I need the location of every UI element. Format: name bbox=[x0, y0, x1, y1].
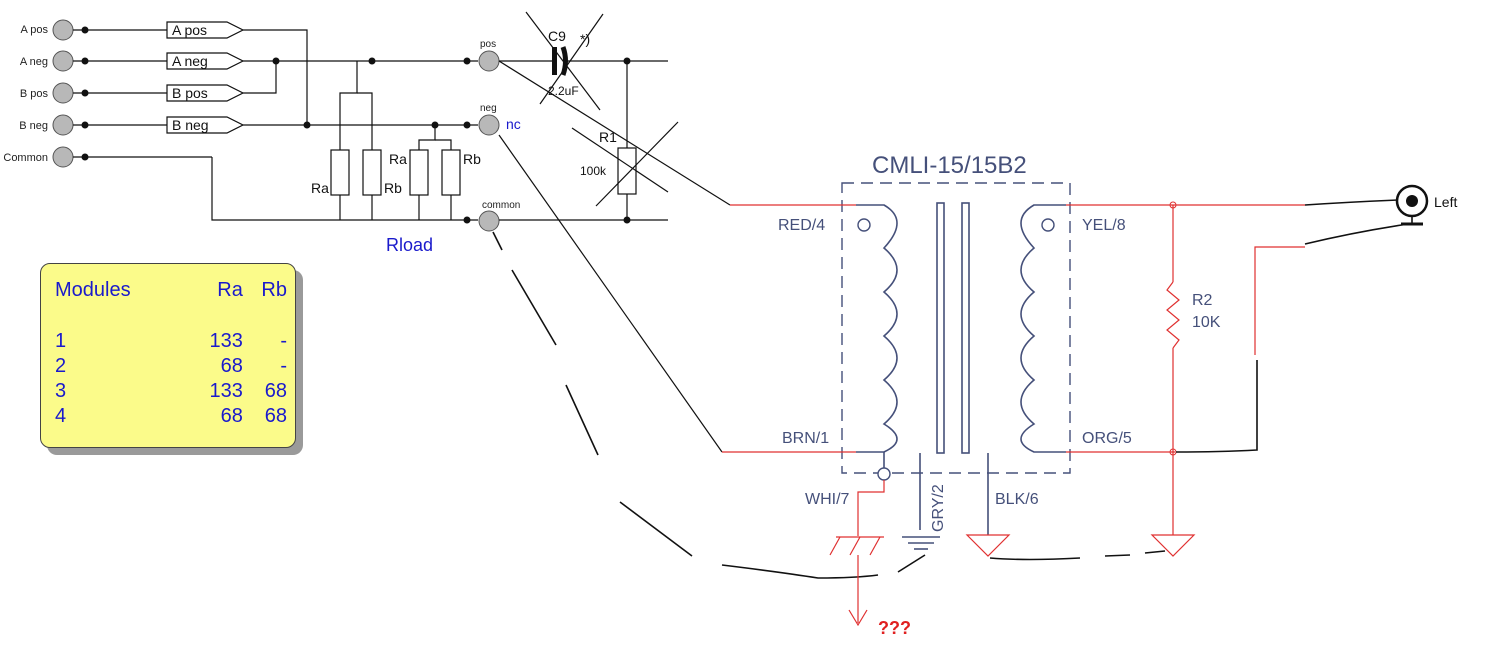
table-row: 3 133 68 bbox=[55, 380, 287, 402]
connector-tags: A pos A neg B pos B neg bbox=[166, 21, 245, 134]
resistor-r1: R1 100k bbox=[571, 61, 679, 220]
svg-text:Rb: Rb bbox=[384, 180, 402, 196]
header-ra: Ra bbox=[217, 279, 243, 301]
table-row: 2 68 - bbox=[55, 355, 287, 377]
modules-table-box: Modules Ra Rb 1 133 - 2 68 - 3 133 68 bbox=[40, 263, 296, 448]
ground-triangle-blk bbox=[965, 534, 1011, 557]
svg-text:BRN/1: BRN/1 bbox=[782, 430, 829, 447]
svg-text:nc: nc bbox=[506, 116, 521, 132]
primary-coil bbox=[856, 204, 898, 453]
svg-text:Ra: Ra bbox=[389, 151, 407, 167]
terminal-neg: neg nc bbox=[478, 103, 521, 136]
svg-text:common: common bbox=[482, 200, 520, 211]
svg-text:R1: R1 bbox=[599, 129, 617, 145]
unknown-arrow: ??? bbox=[848, 555, 911, 638]
svg-text:A pos: A pos bbox=[172, 22, 207, 38]
resistor-ra-2: Ra bbox=[389, 149, 429, 196]
svg-text:YEL/8: YEL/8 bbox=[1082, 217, 1126, 234]
input-b-pos: B pos bbox=[20, 82, 167, 104]
svg-text:10K: 10K bbox=[1192, 314, 1221, 331]
terminal-common: common bbox=[478, 200, 520, 232]
secondary-coil bbox=[1020, 204, 1066, 453]
input-a-neg: A neg bbox=[20, 50, 167, 72]
svg-text:Ra: Ra bbox=[311, 180, 329, 196]
svg-text:neg: neg bbox=[480, 103, 497, 114]
resistor-ra-1: Ra bbox=[311, 149, 350, 196]
svg-text:B neg: B neg bbox=[19, 120, 48, 132]
svg-text:B neg: B neg bbox=[172, 117, 209, 133]
svg-text:A neg: A neg bbox=[20, 56, 48, 68]
svg-text:Rb: Rb bbox=[463, 151, 481, 167]
input-terminals: A pos A neg B pos B neg Common bbox=[3, 19, 212, 168]
output-terminals: pos neg nc common bbox=[478, 39, 521, 232]
output-label: Left bbox=[1434, 194, 1457, 210]
svg-text:C9: C9 bbox=[548, 28, 566, 44]
capacitor-c9: C9 2.2uF *) bbox=[525, 11, 604, 111]
svg-text:A neg: A neg bbox=[172, 53, 208, 69]
tag-b-neg: B neg bbox=[166, 116, 245, 134]
terminal-pos: pos bbox=[478, 39, 500, 72]
resistor-rb-2: Rb bbox=[441, 149, 481, 196]
hand-wires bbox=[492, 60, 1166, 579]
resistor-r2: R2 10K bbox=[1192, 292, 1221, 331]
load-wiring bbox=[211, 29, 478, 224]
svg-text:???: ??? bbox=[878, 618, 911, 638]
input-common: Common bbox=[3, 146, 212, 168]
svg-text:100k: 100k bbox=[580, 164, 607, 178]
svg-text:B pos: B pos bbox=[20, 88, 49, 100]
tag-a-pos: A pos bbox=[166, 21, 245, 39]
table-row: 4 68 68 bbox=[55, 405, 287, 427]
header-rb: Rb bbox=[261, 279, 287, 301]
transformer-title: CMLI-15/15B2 bbox=[872, 152, 1027, 179]
input-b-neg: B neg bbox=[19, 114, 167, 136]
svg-text:BLK/6: BLK/6 bbox=[995, 491, 1039, 508]
chassis-ground bbox=[829, 536, 884, 556]
tag-a-neg: A neg bbox=[166, 52, 245, 70]
transformer: CMLI-15/15B2 RED/4 BRN/1 YEL/8 ORG/5 WHI… bbox=[778, 152, 1132, 535]
input-a-pos: A pos bbox=[20, 19, 167, 41]
output-jack: Left bbox=[1175, 184, 1457, 453]
svg-text:ORG/5: ORG/5 bbox=[1082, 430, 1132, 447]
svg-text:GRY/2: GRY/2 bbox=[930, 484, 947, 532]
ground-triangle-r2 bbox=[1150, 534, 1196, 557]
signal-ground bbox=[902, 536, 940, 550]
svg-text:pos: pos bbox=[480, 39, 496, 50]
svg-text:B pos: B pos bbox=[172, 85, 208, 101]
svg-text:2.2uF: 2.2uF bbox=[548, 84, 579, 98]
red-leads bbox=[722, 201, 1305, 536]
resistor-rb-1: Rb bbox=[362, 149, 402, 196]
rload-label: Rload bbox=[386, 235, 433, 255]
header-modules: Modules bbox=[55, 279, 131, 301]
load-resistors: Ra Rb Ra Rb Rload bbox=[311, 149, 481, 255]
modules-table: Modules Ra Rb 1 133 - 2 68 - 3 133 68 bbox=[55, 278, 287, 429]
tag-b-pos: B pos bbox=[166, 84, 245, 102]
svg-text:R2: R2 bbox=[1192, 292, 1213, 309]
svg-text:RED/4: RED/4 bbox=[778, 217, 825, 234]
svg-text:A pos: A pos bbox=[20, 24, 48, 36]
svg-text:WHI/7: WHI/7 bbox=[805, 491, 850, 508]
ground-symbols bbox=[829, 534, 1196, 557]
cap-r1-section: C9 2.2uF *) R1 100k bbox=[499, 11, 679, 224]
svg-text:Common: Common bbox=[3, 152, 48, 164]
table-row: 1 133 - bbox=[55, 330, 287, 352]
